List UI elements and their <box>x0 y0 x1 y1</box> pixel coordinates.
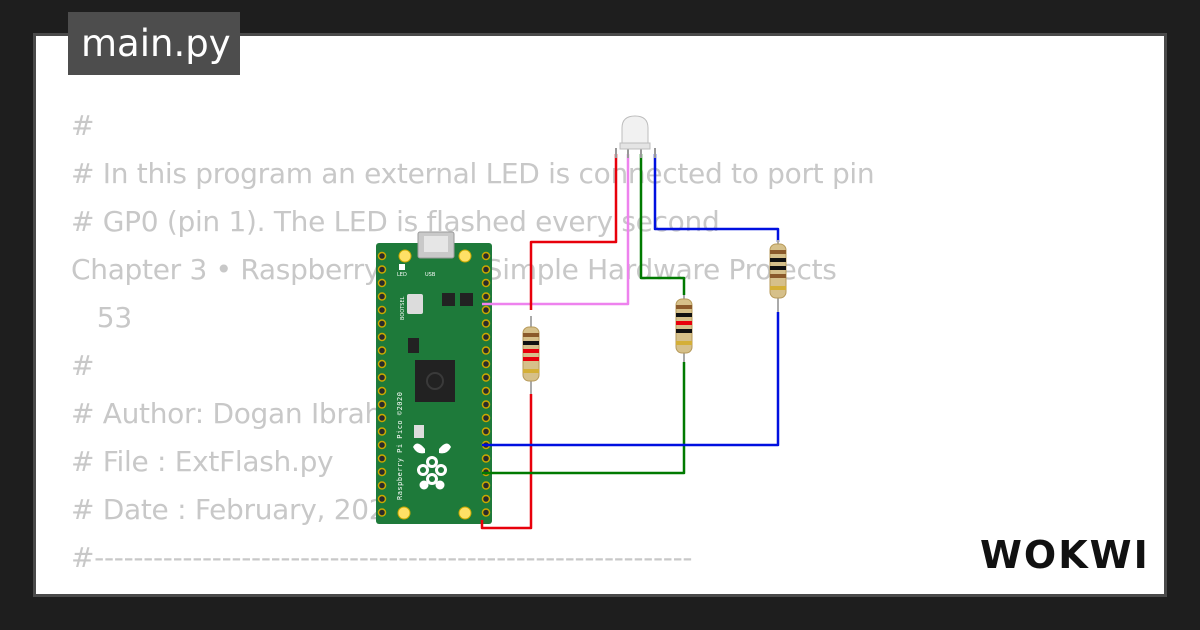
pin[interactable] <box>377 427 387 436</box>
wokwi-logo[interactable]: WOKWI <box>978 532 1150 578</box>
wire-red-led[interactable] <box>529 154 618 310</box>
pico-board[interactable]: LED USB BOOTSEL Raspberry Pi Pico ©2020 <box>376 231 492 524</box>
led-dome <box>621 115 649 149</box>
pin[interactable] <box>377 319 387 328</box>
wire-green-led[interactable] <box>639 154 686 295</box>
wokwi-logo-text: WOKWI <box>980 533 1150 577</box>
pin[interactable] <box>377 292 387 301</box>
pin[interactable] <box>481 481 491 490</box>
code-line: from machine import Pin <box>71 582 874 594</box>
pin[interactable] <box>481 413 491 423</box>
code-line: # In this program an external LED is con… <box>71 157 875 190</box>
pin[interactable] <box>377 278 387 288</box>
pin[interactable] <box>481 332 491 342</box>
pin-header-left <box>377 251 387 517</box>
code-line: # File : ExtFlash.py <box>71 445 334 478</box>
resistor-3[interactable] <box>769 240 787 312</box>
pin[interactable] <box>481 319 491 328</box>
mount-hole-bl <box>397 506 411 520</box>
file-tab[interactable]: main.py <box>68 12 240 75</box>
wire-blue-led[interactable] <box>653 154 780 242</box>
pin[interactable] <box>377 251 387 261</box>
resistor-2[interactable] <box>675 295 693 362</box>
debug-pad <box>414 425 424 438</box>
pin[interactable] <box>377 359 387 369</box>
pin[interactable] <box>377 508 387 517</box>
onboard-led <box>399 264 405 270</box>
pin[interactable] <box>481 265 491 274</box>
file-tab-label: main.py <box>81 22 231 65</box>
pin[interactable] <box>481 454 491 463</box>
mount-hole-tl <box>398 249 412 263</box>
pin[interactable] <box>481 359 491 369</box>
pin[interactable] <box>481 278 491 288</box>
pin[interactable] <box>481 494 491 504</box>
board-name-label: Raspberry Pi Pico ©2020 <box>396 392 404 500</box>
wire-green-pico[interactable] <box>482 362 686 475</box>
pin[interactable] <box>481 427 491 436</box>
pin[interactable] <box>377 332 387 342</box>
pin[interactable] <box>377 413 387 423</box>
code-line: # GP0 (pin 1). The LED is flashed every … <box>71 205 720 238</box>
pin[interactable] <box>377 346 387 355</box>
pin[interactable] <box>377 467 387 477</box>
led-label: LED <box>397 272 407 278</box>
pin[interactable] <box>377 265 387 274</box>
pin[interactable] <box>481 305 491 315</box>
pin[interactable] <box>377 440 387 450</box>
chip-small-1 <box>442 293 455 306</box>
code-line: # <box>71 109 95 142</box>
pin[interactable] <box>481 292 491 301</box>
usb-label: USB <box>425 272 436 278</box>
pin[interactable] <box>377 454 387 463</box>
pin[interactable] <box>481 346 491 355</box>
wire-red-gp0-resistor[interactable] <box>480 394 533 530</box>
code-line: #---------------------------------------… <box>71 541 693 574</box>
pin[interactable] <box>377 481 387 490</box>
pin-header-right <box>481 251 491 517</box>
usb-port <box>424 236 448 252</box>
pin[interactable] <box>481 508 491 517</box>
code-line: # <box>71 349 95 382</box>
pin[interactable] <box>377 400 387 409</box>
code-line: 53 <box>71 301 132 334</box>
pin[interactable] <box>377 373 387 382</box>
chip-small-3 <box>408 338 419 353</box>
pin[interactable] <box>377 305 387 315</box>
resistor-1[interactable] <box>522 316 540 394</box>
bootsel-button[interactable] <box>407 294 423 314</box>
led-base <box>619 142 651 150</box>
pin[interactable] <box>377 386 387 396</box>
pin[interactable] <box>481 373 491 382</box>
rp2040-chip <box>415 360 455 402</box>
mount-hole-tr <box>458 249 472 263</box>
pin[interactable] <box>481 251 491 261</box>
pin[interactable] <box>377 494 387 504</box>
pin[interactable] <box>481 386 491 396</box>
pin[interactable] <box>481 400 491 409</box>
bootsel-label: BOOTSEL <box>400 296 406 320</box>
mount-hole-br <box>458 506 472 520</box>
rp2040-logo <box>426 372 444 390</box>
chip-small-2 <box>460 293 473 306</box>
rgb-led[interactable] <box>615 115 656 158</box>
wire-pink-gnd[interactable] <box>482 154 630 306</box>
wire-blue-pico[interactable] <box>482 312 780 447</box>
raspberry-logo-icon <box>413 443 451 490</box>
